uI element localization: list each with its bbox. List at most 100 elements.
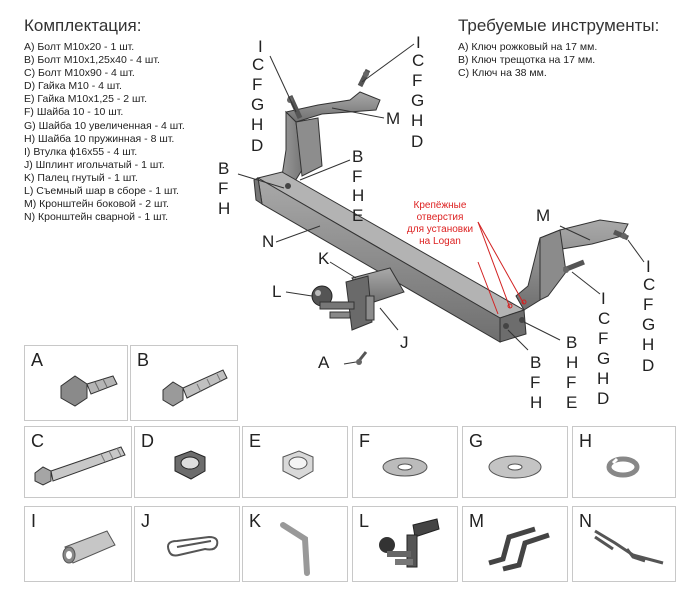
callout-b-left: B (218, 159, 230, 178)
tow-ball-assembly (311, 267, 405, 331)
callout-d-top: D (411, 132, 424, 151)
callout-f-right: F (598, 329, 609, 348)
medium-bolt-icon (162, 369, 228, 407)
washer-icon (382, 457, 428, 477)
tools-list: A) Ключ рожковый на 17 мм. B) Ключ трещо… (458, 41, 597, 80)
callout-i-top: I (416, 33, 421, 52)
callout-h-far: H (642, 335, 655, 354)
kit-item-j: J) Шплинт игольчатый - 1 шт. (24, 158, 165, 171)
callout-h-left2: H (218, 199, 231, 218)
welded-crossbar (253, 171, 527, 343)
tools-item-a: A) Ключ рожковый на 17 мм. (458, 41, 598, 53)
kit-list: A) Болт M10x20 - 1 шт. B) Болт M10x1,25x… (24, 41, 185, 224)
callout-g-far: G (642, 315, 656, 334)
callout-d-far: D (642, 356, 655, 375)
long-bolt-icon (34, 446, 126, 486)
callout-a: A (318, 353, 330, 372)
callout-c-top: C (412, 51, 425, 70)
kit-item-e: E) Гайка M10x1,25 - 2 шт. (24, 93, 147, 106)
callout-f-left2: F (218, 179, 229, 198)
part-cell-h: H (572, 426, 676, 498)
kit-item-d: D) Гайка M10 - 4 шт. (24, 80, 122, 93)
part-cell-e: E (242, 426, 348, 498)
callout-l: L (272, 282, 282, 301)
callout-h-bottom: H (530, 393, 543, 412)
left-side-bracket (281, 68, 381, 187)
kit-item-a: A) Болт M10x20 - 1 шт. (24, 41, 135, 53)
callout-n: N (262, 232, 275, 251)
kit-item-g: G) Шайба 10 увеличенная - 4 шт. (24, 119, 185, 132)
callout-j: J (400, 333, 409, 352)
callout-h-top: H (411, 111, 424, 130)
callout-m-left: M (386, 109, 401, 128)
callout-f-left: F (252, 75, 263, 94)
logan-mounting-note: Крепёжные отверстия для установки на Log… (406, 200, 474, 247)
callout-f-right2: F (566, 373, 577, 392)
callout-b-bottom: B (530, 353, 542, 372)
red-leader-lines (477, 221, 527, 315)
bolt-a-drawing (356, 351, 368, 365)
part-cell-f: F (352, 426, 458, 498)
kit-item-n: N) Кронштейн сварной - 1 шт. (24, 211, 169, 224)
callout-m-right: M (536, 206, 551, 225)
short-bolt-icon (60, 375, 118, 407)
callout-d-left: D (251, 136, 264, 155)
callout-c-far: C (643, 275, 656, 294)
leader-lines (237, 43, 645, 365)
kit-item-c: C) Болт M10x90 - 4 шт. (24, 67, 135, 80)
callout-d-right: D (597, 389, 610, 408)
callout-h-mid: H (352, 186, 365, 205)
part-cell-i: I (24, 506, 132, 582)
callout-g-right: G (597, 349, 611, 368)
callout-c-right: C (598, 309, 611, 328)
callout-b-right: B (566, 333, 578, 352)
callout-b-mid: B (352, 147, 364, 166)
part-cell-n: N (572, 506, 676, 582)
callout-i-far: I (646, 257, 651, 276)
cotter-pin-icon (167, 535, 219, 557)
kit-item-l: L) Съемный шар в сборе - 1 шт. (24, 185, 179, 198)
callout-h-left: H (251, 115, 264, 134)
towbar-assembly-diagram (237, 43, 645, 365)
part-cell-d: D (134, 426, 240, 498)
tools-item-b: B) Ключ трещотка на 17 мм. (458, 54, 596, 67)
callout-f-far: F (643, 295, 654, 314)
tools-item-c: C) Ключ на 38 мм. (458, 67, 547, 80)
part-cell-b: B (130, 345, 238, 421)
tow-ball-icon (379, 518, 440, 568)
kit-item-h: H) Шайба 10 пружинная - 8 шт. (24, 132, 175, 145)
callout-i-left: I (258, 37, 263, 56)
kit-item-f: F) Шайба 10 - 10 шт. (24, 106, 124, 119)
callout-g-left: G (251, 95, 265, 114)
callout-e-mid: E (352, 206, 364, 225)
right-side-bracket (515, 219, 629, 311)
callout-h-right: H (597, 369, 610, 388)
side-bracket-icon (488, 526, 550, 572)
kit-item-m: M) Кронштейн боковой - 2 шт. (24, 198, 169, 211)
part-cell-k: K (242, 506, 348, 582)
callout-f-top: F (412, 71, 423, 90)
nut-icon (174, 450, 206, 480)
tools-title: Требуемые инструменты: (458, 16, 660, 35)
kit-item-b: B) Болт M10x1,25x40 - 4 шт. (24, 54, 160, 67)
callout-e-right: E (566, 393, 578, 412)
part-cell-c: C (24, 426, 132, 498)
kit-item-k: K) Палец гнутый - 1 шт. (24, 171, 138, 184)
sleeve-icon (62, 530, 116, 564)
callout-f-bottom: F (530, 373, 541, 392)
part-cell-a: A (24, 345, 128, 421)
callout-k: K (318, 249, 330, 268)
spring-washer-icon (606, 456, 640, 478)
nut-fine-icon (282, 450, 314, 480)
bent-pin-icon (280, 522, 310, 576)
callout-c-left: C (252, 55, 265, 74)
kit-item-i: I) Втулка ϕ16x55 - 4 шт. (24, 145, 138, 158)
callout-g-top: G (411, 91, 425, 110)
part-cell-j: J (134, 506, 240, 582)
callout-i-right: I (601, 289, 606, 308)
welded-bracket-icon (594, 529, 664, 565)
callout-f-mid: F (352, 167, 363, 186)
large-washer-icon (488, 455, 542, 479)
kit-title: Комплектация: (24, 16, 142, 35)
callout-h-right2: H (566, 353, 579, 372)
